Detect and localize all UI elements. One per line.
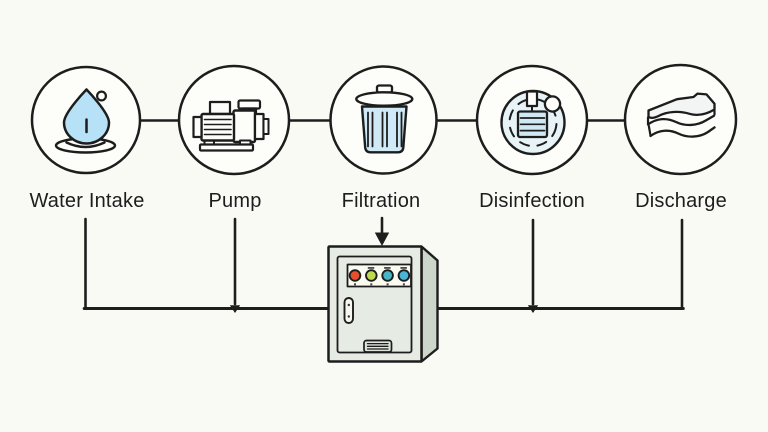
wave-layers-icon — [646, 92, 716, 138]
indicator-light-red — [348, 269, 362, 282]
indicator-light-green — [365, 269, 378, 282]
water-drop-icon — [54, 88, 117, 154]
filter-stack-lines — [519, 117, 546, 132]
indicator-tick-marks — [354, 267, 407, 286]
indicator-light-teal — [381, 269, 394, 282]
degree-dot — [95, 90, 107, 102]
stage-node-filtration — [329, 65, 438, 175]
water-drop — [62, 88, 111, 145]
disinfection-icon — [500, 89, 566, 156]
stage-label-pump: Pump — [208, 190, 262, 212]
arrow-head-icon — [374, 232, 390, 246]
stage-node-pump — [177, 64, 291, 176]
stage-circle — [623, 63, 738, 176]
arrow-to-control-panel — [374, 216, 390, 246]
vent-lines — [366, 342, 389, 350]
wave-left-edges — [646, 116, 652, 137]
indicator-lights — [348, 269, 411, 282]
stage-node-water-intake — [30, 65, 142, 175]
wave-line-bottom — [649, 126, 716, 138]
motor-fins — [203, 118, 232, 136]
indicator-panel — [346, 263, 412, 288]
stage-node-discharge — [623, 63, 738, 176]
handle-dot-top — [347, 303, 350, 307]
bin-lid — [355, 91, 414, 107]
stage-node-disinfection — [475, 64, 589, 176]
pump-icon — [192, 99, 270, 152]
handle-dot-bottom — [347, 315, 350, 318]
control-panel — [327, 245, 439, 363]
stage-label-filtration: Filtration — [341, 190, 421, 212]
bin-slots — [367, 111, 403, 148]
stage-label-disinfection: Disinfection — [479, 190, 585, 212]
junction-arrow-disinfection — [527, 305, 539, 313]
stage-label-discharge: Discharge — [635, 190, 727, 212]
cabinet-side — [420, 245, 439, 363]
indicator-light-cyan — [397, 269, 411, 282]
ripple-inner — [65, 141, 106, 149]
uv-cap — [525, 90, 539, 108]
trash-bin-icon — [355, 84, 414, 154]
bubble — [543, 95, 562, 113]
stage-label-water-intake: Water Intake — [29, 190, 145, 212]
wave-line-middle — [646, 114, 716, 127]
door-handle — [343, 297, 354, 324]
signal-lines — [82, 217, 685, 313]
junction-arrow-pump — [229, 305, 241, 313]
